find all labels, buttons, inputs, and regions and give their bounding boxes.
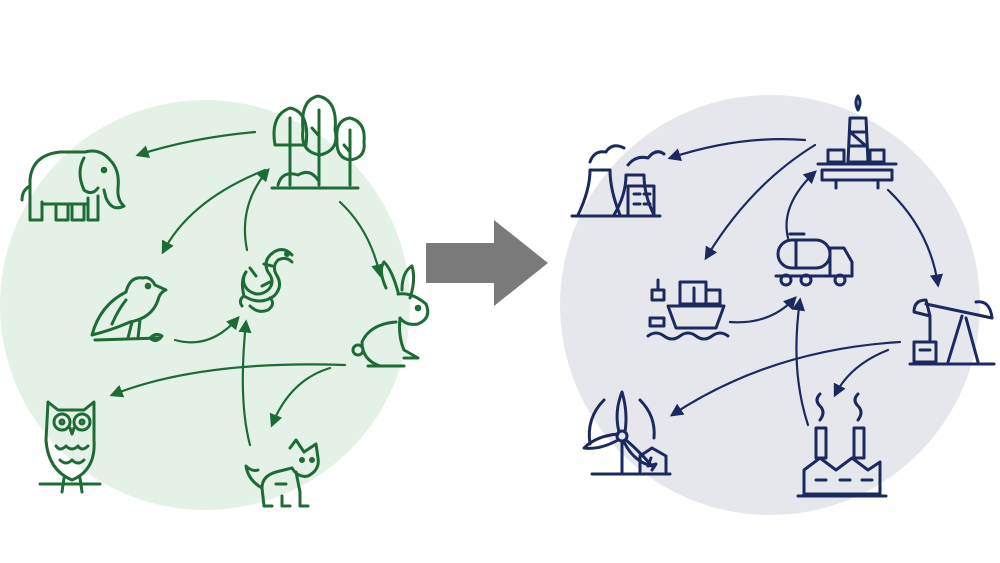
- factory-icon: [796, 392, 888, 498]
- nature-cycle-arrows: [109, 130, 385, 447]
- industry-cycle: [570, 94, 996, 498]
- power-plant-icon: [570, 144, 666, 218]
- arrow-pump-to-wind-turbine: [669, 340, 902, 417]
- industry-background-circle: [560, 95, 980, 515]
- arrow-trees-to-elephant: [135, 130, 257, 158]
- nature-cycle: [20, 94, 430, 508]
- arrow-trees-to-rabbit: [338, 200, 385, 278]
- arrow-factory-to-tanker: [791, 297, 810, 427]
- arrow-pump-to-factory: [833, 348, 890, 398]
- arrow-oil-rig-to-cargo-ship: [704, 143, 817, 261]
- cargo-ship-icon: [646, 278, 730, 341]
- arrow-rabbit-to-fox: [269, 366, 332, 428]
- arrow-bird-to-worm: [173, 316, 240, 344]
- arrow-tanker-to-oil-rig: [785, 170, 817, 240]
- oil-rig-icon: [816, 94, 898, 190]
- arrow-rabbit-to-owl: [109, 363, 347, 398]
- tanker-truck-icon: [774, 232, 854, 287]
- arrow-worm-to-trees: [243, 167, 270, 252]
- bird-icon: [90, 276, 168, 343]
- industry-cycle-arrows: [667, 138, 944, 427]
- arrow-ship-to-tanker: [728, 296, 797, 324]
- worm-icon: [238, 248, 294, 313]
- arrow-oil-rig-to-pump: [886, 188, 944, 288]
- arrow-trees-to-bird: [161, 168, 267, 255]
- wind-turbine-icon: [582, 390, 672, 476]
- arrow-fox-to-worm: [238, 319, 252, 447]
- arrow-right-icon: [426, 220, 548, 306]
- rabbit-icon: [351, 260, 430, 368]
- fox-icon: [244, 438, 320, 508]
- nature-background-circle: [0, 100, 410, 510]
- owl-icon: [38, 400, 102, 494]
- elephant-icon: [20, 149, 126, 222]
- oil-pump-icon: [908, 298, 996, 366]
- arrow-oil-rig-to-power-plant: [667, 138, 807, 161]
- trees-icon: [270, 94, 366, 190]
